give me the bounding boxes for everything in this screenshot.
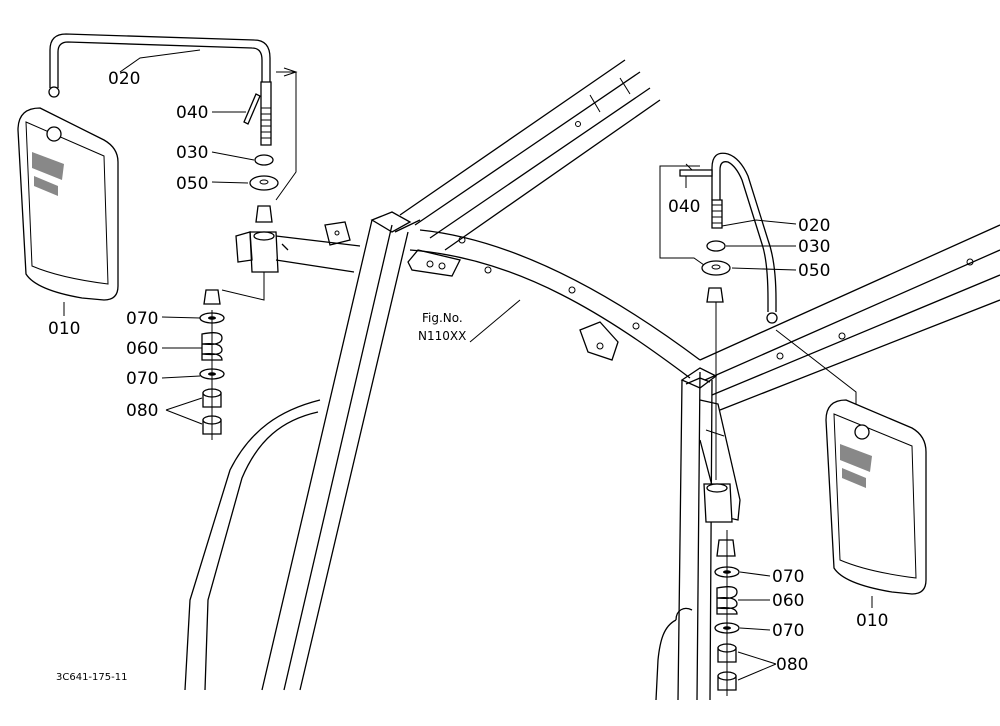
figure-number-label: Fig.No.: [422, 311, 463, 325]
label-right-040: 040: [668, 197, 700, 217]
label-right-070-upper: 070: [772, 567, 804, 587]
label-right-060: 060: [772, 591, 804, 611]
label-right-050: 050: [798, 261, 830, 281]
label-left-020: 020: [108, 69, 140, 89]
label-left-050: 050: [176, 174, 208, 194]
drawing-code: 3C641-175-11: [56, 672, 127, 683]
label-right-020: 020: [798, 216, 830, 236]
label-left-080: 080: [126, 401, 158, 421]
label-right-010: 010: [856, 611, 888, 631]
label-left-070-upper: 070: [126, 309, 158, 329]
label-right-070-lower: 070: [772, 621, 804, 641]
label-right-030: 030: [798, 237, 830, 257]
leader-lines: [63, 49, 873, 681]
figure-number-value: N110XX: [418, 329, 466, 343]
left-mirror-assembly: [17, 33, 361, 440]
label-left-010: 010: [48, 319, 80, 339]
label-left-040: 040: [176, 103, 208, 123]
label-right-080: 080: [776, 655, 808, 675]
label-left-070-lower: 070: [126, 369, 158, 389]
label-left-030: 030: [176, 143, 208, 163]
right-mirror-assembly: [659, 152, 927, 696]
cab-frame: [184, 59, 1000, 701]
label-left-060: 060: [126, 339, 158, 359]
